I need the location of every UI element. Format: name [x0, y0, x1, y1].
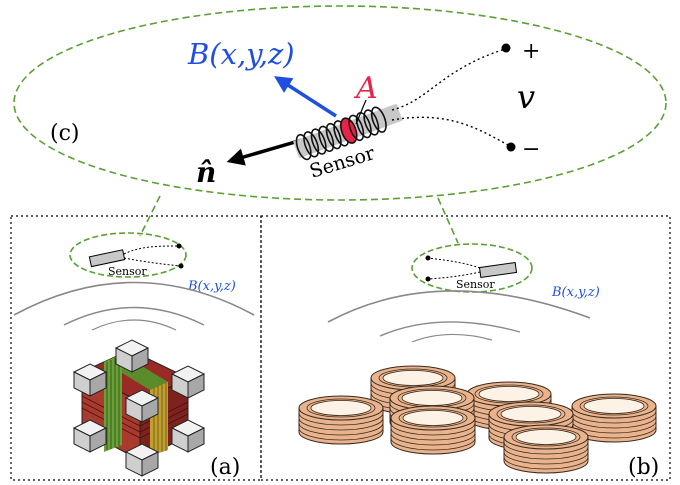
wire-minus	[391, 116, 511, 147]
field-vector-label: B(x,y,z)	[187, 37, 295, 71]
field-arc-b-3	[411, 333, 493, 343]
area-highlight	[340, 117, 358, 144]
panel-c-label: (c)	[50, 121, 80, 146]
sensor-b-terminal-bottom	[425, 276, 431, 282]
cube-coil-source	[72, 339, 206, 477]
sensor-icon-a	[88, 249, 126, 268]
coil-stack-7	[390, 405, 476, 455]
normal-vector-arrow	[226, 138, 303, 166]
terminal-plus	[501, 43, 511, 53]
sensor-a-wire-top	[123, 245, 179, 255]
coil-stack-8	[503, 424, 589, 474]
coil-stack-3	[298, 395, 384, 445]
sensor-a-terminal-top	[176, 243, 182, 249]
field-arc-b-1	[327, 290, 591, 323]
sensor-label-a: Sensor	[108, 265, 147, 278]
voltage-label: v	[517, 78, 535, 116]
field-arc-a-2	[63, 306, 205, 326]
coil-array	[298, 365, 657, 474]
sensor-coil-icon	[293, 103, 403, 161]
panel-b-label: (b)	[628, 455, 659, 480]
field-label-a: B(x,y,z)	[187, 279, 236, 294]
terminal-minus	[506, 142, 516, 152]
sensor-b-terminal-top	[425, 255, 431, 261]
minus-sign: −	[522, 137, 540, 162]
sensor-a-terminal-bottom	[178, 263, 184, 269]
field-arc-a-3	[91, 319, 177, 331]
panel-a-label: (a)	[210, 455, 240, 480]
sensor-a-wire-bottom	[123, 257, 181, 267]
sensor-label-b: Sensor	[456, 278, 495, 291]
panel-a-frame	[10, 215, 262, 481]
panel-b-frame	[260, 215, 671, 481]
plus-sign: +	[522, 39, 540, 64]
wire-plus	[391, 48, 506, 111]
field-label-b: B(x,y,z)	[551, 285, 600, 300]
connector-line-a	[139, 195, 161, 237]
connector-line-b	[437, 197, 459, 244]
panel-a-callout-ellipse	[69, 232, 187, 278]
area-label: A	[353, 71, 378, 106]
field-arc-a-1	[13, 281, 255, 316]
normal-vector-label: n̂	[196, 156, 216, 189]
area-leader-line	[355, 99, 367, 125]
field-vector-arrow	[274, 76, 337, 118]
field-arc-b-2	[379, 321, 521, 337]
panel-c-callout-ellipse	[13, 5, 667, 201]
sensor-b-wire-top	[427, 257, 481, 269]
sensor-b-wire-bottom	[427, 271, 481, 280]
sensor-icon-b	[478, 261, 518, 279]
